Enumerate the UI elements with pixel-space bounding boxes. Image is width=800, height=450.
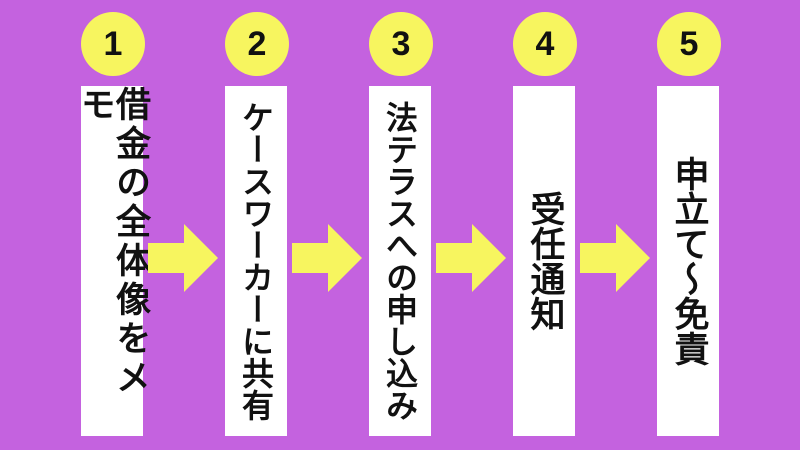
step-box: 受任通知 (513, 86, 575, 436)
step-number-badge: 4 (513, 12, 577, 76)
step-box: 法テラスへの申し込み (369, 86, 431, 436)
step-number-badge: 3 (369, 12, 433, 76)
step-box: ケースワーカーに共有 (225, 86, 287, 436)
step-label: 受任通知 (524, 191, 565, 331)
right-arrow-icon (580, 224, 650, 292)
right-arrow-icon (292, 224, 362, 292)
step-label: 借金の全体像をメモ (75, 86, 150, 398)
step-number-badge: 5 (657, 12, 721, 76)
step-number-badge: 1 (81, 12, 145, 76)
right-arrow-icon (436, 224, 506, 292)
step-box: 借金の全体像をメモ (75, 86, 150, 436)
step-number-badge: 2 (225, 12, 289, 76)
step-box: 申立て～免責 (657, 86, 719, 436)
step-label: ケースワーカーに共有 (237, 101, 275, 421)
step-label: 法テラスへの申し込み (381, 101, 419, 421)
right-arrow-icon (148, 224, 218, 292)
step-label: 申立て～免責 (668, 156, 709, 366)
